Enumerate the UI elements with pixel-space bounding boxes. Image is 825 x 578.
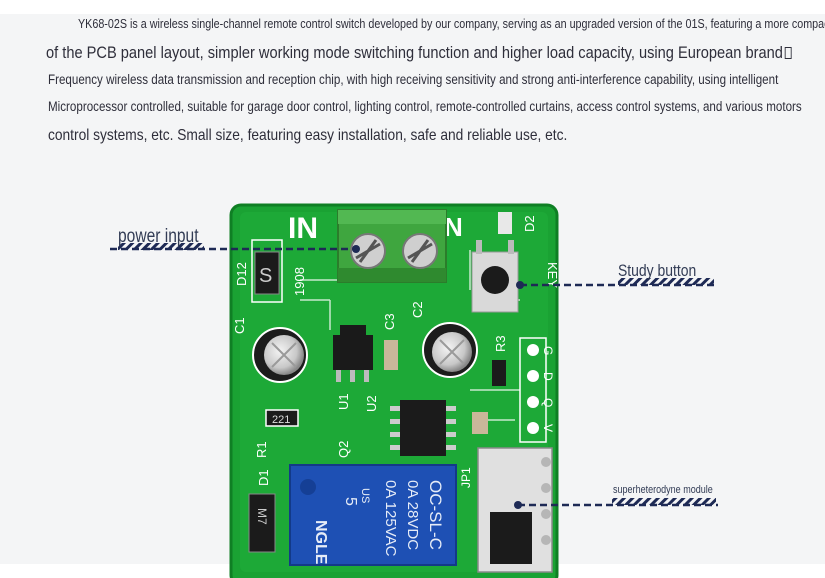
microcontroller-u2 <box>400 400 446 456</box>
silkscreen-u1: U1 <box>336 393 351 410</box>
callout-label-study-button: Study button <box>618 261 697 280</box>
chip-pin <box>446 432 456 437</box>
silkscreen-r1: R1 <box>254 441 269 458</box>
regulator-tab <box>340 325 366 337</box>
pin-label-g: G <box>541 346 555 355</box>
pin-label-q: Q <box>541 398 555 407</box>
description-line-4: Microprocessor controlled, suitable for … <box>48 99 802 114</box>
module-pin <box>541 457 551 467</box>
silkscreen-in: IN <box>288 212 318 245</box>
module-pin <box>541 483 551 493</box>
relay-us: US <box>359 488 371 503</box>
module-pin <box>541 509 551 519</box>
silkscreen-frame <box>251 239 283 303</box>
diode-d1 <box>248 493 276 553</box>
relay-brand: NGLE <box>312 520 329 565</box>
description-line-3: Frequency wireless data transmission and… <box>48 72 779 87</box>
silkscreen-d2: D2 <box>522 215 537 232</box>
regulator-u1 <box>333 335 373 370</box>
silkscreen-u2: U2 <box>364 395 379 412</box>
silkscreen-c2: C2 <box>410 301 425 318</box>
chip-pin <box>390 432 400 437</box>
rf-coil <box>490 512 532 564</box>
resistor-r1 <box>265 409 299 427</box>
callout-superheterodyne <box>514 498 718 509</box>
callout-power-input <box>110 243 360 253</box>
description-line-2: of the PCB panel layout, simpler working… <box>46 43 792 63</box>
pin-hole <box>527 344 539 356</box>
chip-pin <box>390 445 400 450</box>
chip-pin <box>390 406 400 411</box>
callout-label-power-input: power input <box>118 226 199 247</box>
resistor-value: 221 <box>272 414 290 426</box>
silkscreen-n: N <box>444 212 463 242</box>
diode-d1-mark: M7 <box>255 508 269 525</box>
chip-pin <box>446 406 456 411</box>
pin-label-d: D <box>541 372 555 381</box>
silkscreen-d12: D12 <box>234 262 249 286</box>
silkscreen-c3: C3 <box>382 313 397 330</box>
screw-terminal <box>337 209 447 283</box>
regulator-leg <box>350 370 355 382</box>
relay-number: 5 <box>342 497 359 506</box>
relay-model: OC-SL-C <box>426 480 445 550</box>
diode-d12-mark: S <box>259 265 272 287</box>
relay-rating-2: 0A 28VDC <box>404 480 421 550</box>
silkscreen-key: KEY <box>545 262 560 288</box>
silkscreen-d1: D1 <box>256 469 271 486</box>
diode-d12 <box>254 251 280 295</box>
relay <box>289 464 457 566</box>
pin-label-v: V <box>541 424 555 432</box>
silkscreen-q2: Q2 <box>336 441 351 458</box>
callout-label-superheterodyne-module: superheterodyne module <box>613 484 713 496</box>
silkscreen-c1: C1 <box>232 317 247 334</box>
capacitor-c4 <box>472 412 488 434</box>
chip-pin <box>446 445 456 450</box>
top-strip <box>0 0 825 14</box>
module-pin <box>541 535 551 545</box>
callout-study-button <box>516 278 718 289</box>
pin-hole <box>527 422 539 434</box>
relay-rating-1: 0A 125VAC <box>382 480 399 557</box>
silkscreen-r3: R3 <box>493 335 508 352</box>
description-line-5: control systems, etc. Small size, featur… <box>48 127 568 144</box>
led-d2 <box>498 212 512 234</box>
missing-glyph-box-icon <box>784 47 792 59</box>
description-line-2-text: of the PCB panel layout, simpler working… <box>46 43 783 62</box>
silkscreen-1908: 1908 <box>292 267 307 296</box>
relay-dot <box>300 479 316 495</box>
pin-header <box>519 337 547 443</box>
chip-pin <box>390 419 400 424</box>
chip-pin <box>446 419 456 424</box>
capacitor-c3 <box>384 340 398 370</box>
pin-hole <box>527 370 539 382</box>
description-line-1: YK68-02S is a wireless single-channel re… <box>78 17 825 31</box>
resistor-r3 <box>492 360 506 386</box>
study-button-cap[interactable] <box>481 266 509 294</box>
regulator-leg <box>336 370 341 382</box>
silkscreen-jp1: JP1 <box>459 467 473 488</box>
button-leg <box>476 240 482 254</box>
regulator-leg <box>364 370 369 382</box>
pin-hole <box>527 396 539 408</box>
button-leg <box>508 240 514 254</box>
